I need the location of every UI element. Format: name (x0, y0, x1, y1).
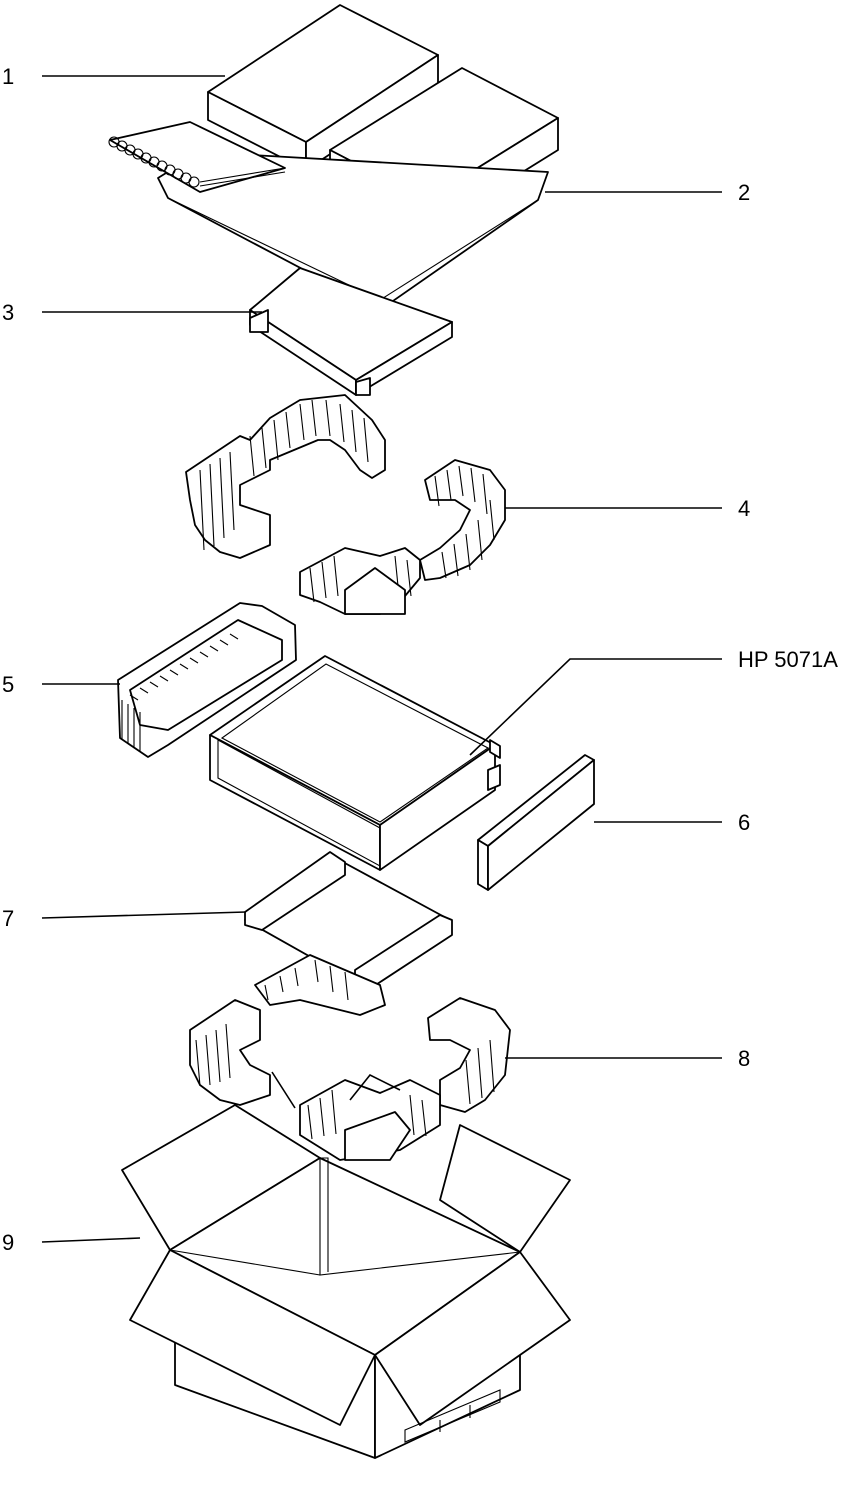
callout-5: 5 (2, 672, 14, 697)
part-4-corrugated-end-caps (185, 394, 506, 615)
leader-lines (41, 75, 722, 1243)
leader-9-line (41, 1237, 141, 1243)
leader-hp5071a (469, 658, 722, 756)
part-3-top-pad (249, 267, 453, 396)
part-8-lower-corrugated-caps (189, 954, 511, 1161)
callout-6: 6 (738, 810, 750, 835)
callout-1: 1 (2, 64, 14, 89)
hp-5071a-instrument (209, 655, 501, 871)
part-7-bottom-tray (244, 851, 453, 991)
callout-8: 8 (738, 1046, 750, 1071)
callout-3: 3 (2, 300, 14, 325)
callout-7: 7 (2, 906, 14, 931)
callout-labels: 1 2 3 4 HP 5071A 5 6 7 8 9 (2, 64, 838, 1255)
part-2-tray-with-manual (108, 121, 549, 311)
leader-7 (41, 911, 247, 919)
callout-4: 4 (738, 496, 750, 521)
callout-9: 9 (2, 1230, 14, 1255)
part-6-foam-panel (477, 754, 595, 891)
manual-booklet (108, 121, 286, 193)
part-9-shipping-box (121, 1104, 571, 1459)
part-5-end-cap (117, 602, 297, 758)
callout-2: 2 (738, 180, 750, 205)
callout-hp5071a: HP 5071A (738, 647, 838, 672)
